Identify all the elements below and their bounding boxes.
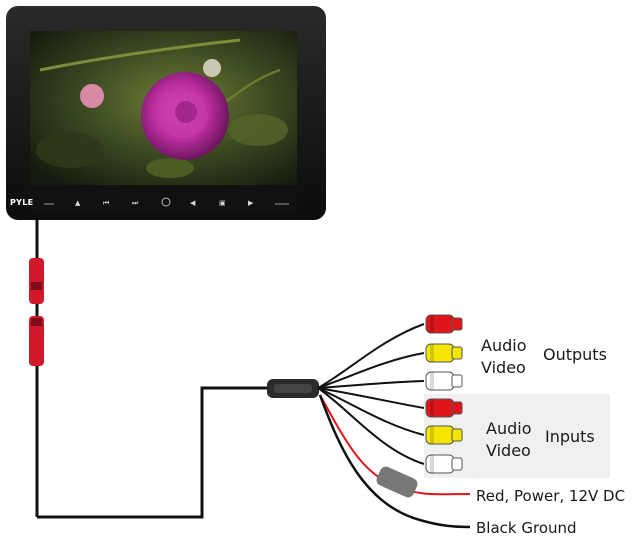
ground-label: Black Ground <box>476 519 577 537</box>
connector-upper <box>29 258 44 304</box>
monitor-cable <box>29 220 270 519</box>
rca-plug <box>425 425 463 445</box>
power-label: Red, Power, 12V DC <box>476 487 626 505</box>
vol-up-icon[interactable]: ▶ <box>248 199 254 207</box>
outputs-label: Outputs <box>543 345 607 364</box>
connector-lower <box>29 316 44 366</box>
inputs-label: Inputs <box>545 427 595 446</box>
rca-plug <box>425 454 463 474</box>
outputs-video-label: Video <box>481 358 526 377</box>
rca-plug <box>425 371 463 391</box>
power-icon[interactable] <box>161 197 171 207</box>
rca-plugs <box>425 314 463 474</box>
inputs-video-label: Video <box>486 441 531 460</box>
menu-icon[interactable]: ▣ <box>219 199 226 207</box>
rca-plug <box>425 343 463 363</box>
rca-plug <box>425 398 463 418</box>
ground-wire <box>318 394 471 529</box>
prev-icon[interactable]: ⏮ <box>103 199 110 207</box>
monitor <box>6 6 326 220</box>
vol-down-icon[interactable]: ◀ <box>190 199 196 207</box>
inputs-audio-label: Audio <box>486 419 532 438</box>
outputs-audio-label: Audio <box>481 336 527 355</box>
next-icon[interactable]: ⏭ <box>132 199 139 207</box>
eject-icon[interactable]: ▲ <box>75 199 81 207</box>
brand-logo: PYLE <box>10 198 34 207</box>
rca-wires <box>317 323 425 465</box>
rca-plug <box>425 314 463 334</box>
fuse-holder <box>376 466 418 498</box>
